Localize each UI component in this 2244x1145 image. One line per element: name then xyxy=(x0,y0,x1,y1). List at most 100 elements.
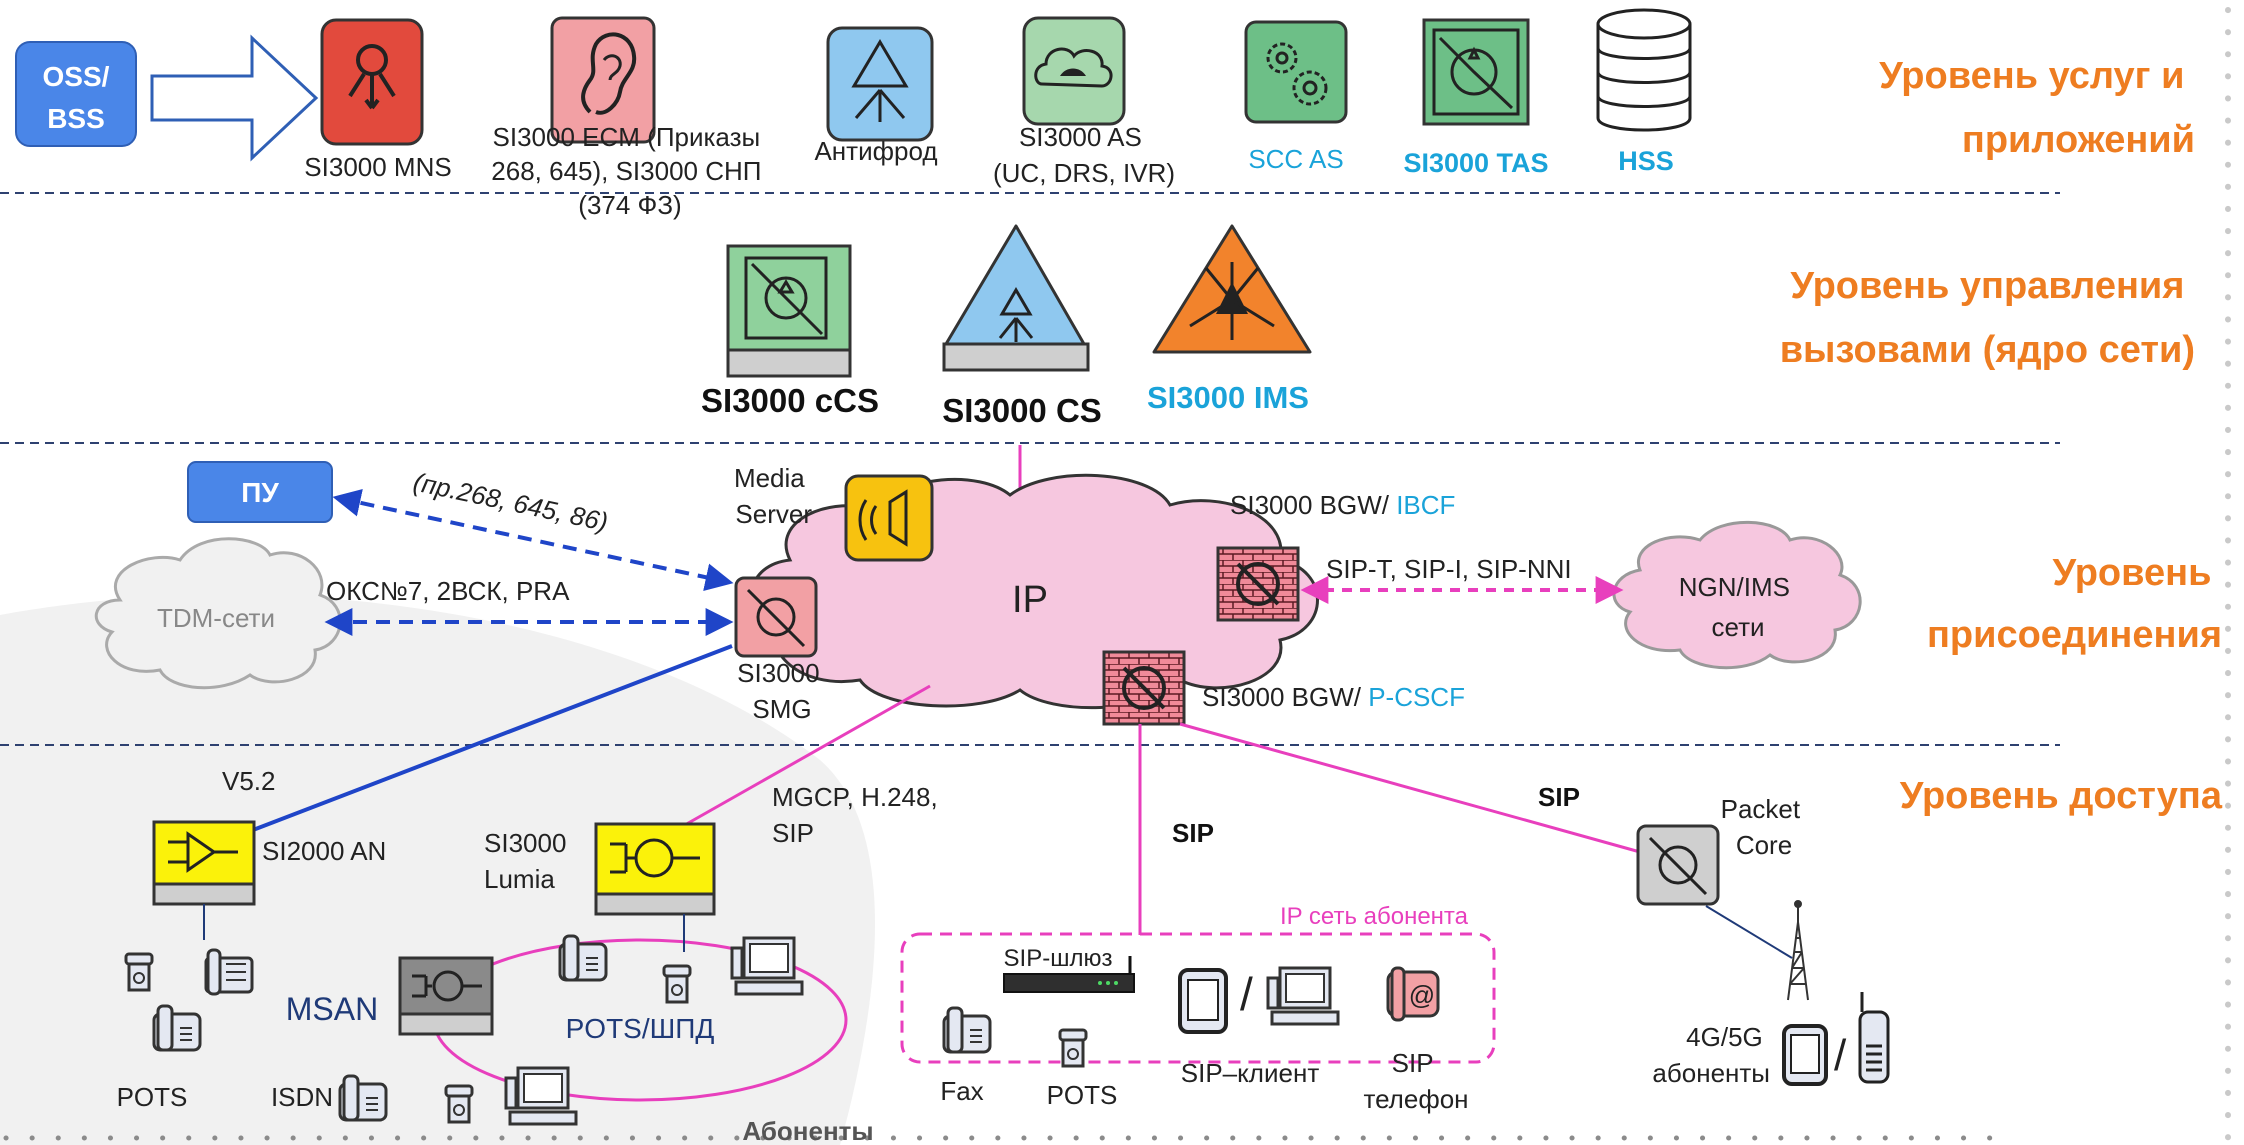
lumia-node[interactable]: SI3000 Lumia xyxy=(484,822,716,916)
antifraud-label: Антифрод xyxy=(814,136,937,166)
level-control-label: Уровень управления вызовами (ядро сети) xyxy=(1780,265,2195,371)
svg-text:ПУ: ПУ xyxy=(241,477,279,508)
pots-shpd-group[interactable]: POTS/ШПД xyxy=(558,934,804,1044)
ims-label: SI3000 IMS xyxy=(1147,380,1309,415)
fax-device[interactable]: Fax xyxy=(940,1006,992,1106)
cs-label: SI3000 CS xyxy=(942,392,1102,429)
pu-button[interactable]: ПУ xyxy=(187,461,333,523)
cs-node[interactable]: SI3000 CS xyxy=(942,224,1102,429)
separator-slash: / xyxy=(1240,968,1253,1020)
ip-subscriber-net-label: IP сеть абонента xyxy=(1280,903,1469,930)
smg-node[interactable]: SI3000 SMG xyxy=(734,576,827,724)
sip-right-label: SIP xyxy=(1538,782,1580,812)
ccs-label: SI3000 cCS xyxy=(701,382,879,419)
media-server-label: Media Server xyxy=(734,463,812,529)
isdn-label: ISDN xyxy=(271,1082,333,1112)
level-services-label: Уровень услуг и приложений xyxy=(1879,55,2195,161)
pu-link xyxy=(332,489,734,591)
svg-text:@: @ xyxy=(1409,980,1435,1010)
sip-center-label: SIP xyxy=(1172,818,1214,848)
tas-node[interactable]: SI3000 TAS xyxy=(1403,18,1549,178)
msan-label: MSAN xyxy=(286,991,378,1027)
subscribers-label: Абоненты xyxy=(742,1116,873,1145)
oss-bss-button[interactable]: OSS/BSS xyxy=(15,41,137,147)
tas-label: SI3000 TAS xyxy=(1403,148,1548,178)
mgcp-label: MGCP, H.248, SIP xyxy=(772,782,945,848)
level-access-label: Уровень доступа xyxy=(1900,775,2223,817)
ngn-link-label: SIP-T, SIP-I, SIP-NNI xyxy=(1326,554,1572,584)
tdm-label: TDM-сети xyxy=(157,603,275,633)
an-node[interactable]: SI2000 AN xyxy=(152,820,386,906)
scc-as-node[interactable]: SCC AS xyxy=(1244,20,1348,174)
pots2-label: POTS xyxy=(1047,1080,1118,1110)
ip-subscriber-net-box xyxy=(900,932,1496,1064)
ngn-ims-cloud xyxy=(1612,520,1862,670)
ip-cloud-label: IP xyxy=(1012,579,1048,621)
tdm-cloud xyxy=(94,537,342,690)
ear-icon xyxy=(581,32,637,115)
level-separators xyxy=(0,192,2060,746)
core-to-tower-line xyxy=(1705,905,1793,959)
v52-label: V5.2 xyxy=(222,766,276,796)
tower-icon xyxy=(1787,900,1809,1001)
level-interconnect-label: Уровень присоединения xyxy=(1927,552,2222,656)
tdm-link-label: ОКС№7, 2ВСК, PRA xyxy=(326,576,570,606)
fax-label: Fax xyxy=(940,1076,983,1106)
gears-icon xyxy=(1266,42,1328,106)
ecm-node[interactable]: SI3000 ECM (Приказы 268, 645), SI3000 СН… xyxy=(491,16,768,220)
v52-link xyxy=(213,644,733,847)
scc-as-label: SCC AS xyxy=(1248,144,1343,174)
pu-link-label: (пр.268, 645, 86) xyxy=(411,467,611,537)
sip-right-link xyxy=(1179,722,1641,854)
tas-icon xyxy=(1432,28,1520,116)
as-node[interactable]: SI3000 AS (UC, DRS, IVR) xyxy=(993,16,1175,188)
mns-label: SI3000 MNS xyxy=(304,152,451,182)
speaker-icon xyxy=(858,489,908,547)
database-icon xyxy=(1596,8,1692,132)
packet-core-node[interactable]: Packet Core xyxy=(1636,794,1808,906)
sip-client-device[interactable]: / SIP–клиент xyxy=(1178,966,1340,1088)
sip-client-label: SIP–клиент xyxy=(1181,1058,1320,1088)
media-server-node[interactable]: Media Server xyxy=(734,463,934,562)
hss-node[interactable]: HSS xyxy=(1596,8,1692,176)
oss-to-mns-arrow xyxy=(150,34,319,162)
mns-node[interactable]: SI3000 MNS xyxy=(304,18,452,182)
ngn-ims-label: NGN/IMS сети xyxy=(1679,572,1797,642)
ims-node[interactable]: SI3000 IMS xyxy=(1147,224,1312,415)
msan-node[interactable]: MSAN xyxy=(286,956,494,1036)
bgw-pcscf-label: SI3000 BGW/ P-CSCF xyxy=(1202,682,1465,712)
mobile-label: 4G/5G абоненты xyxy=(1652,1022,1770,1088)
mobile-slash: / xyxy=(1834,1031,1847,1080)
phone-icon xyxy=(1058,1028,1088,1068)
computer-icon xyxy=(1266,966,1340,1026)
mobile-subscribers[interactable]: / 4G/5G абоненты xyxy=(1652,992,1890,1088)
packet-core-label: Packet Core xyxy=(1721,794,1808,860)
antifraud-icon xyxy=(851,39,909,122)
pots-device-2[interactable]: POTS xyxy=(1047,1028,1118,1110)
smg-label: SI3000 SMG xyxy=(737,658,827,724)
sip-gateway[interactable]: SIP-шлюз xyxy=(1003,945,1135,993)
an-label: SI2000 AN xyxy=(262,836,386,866)
bgw-pcscf-node[interactable]: SI3000 BGW/ P-CSCF xyxy=(1102,650,1465,726)
fax-icon xyxy=(942,1006,992,1054)
svg-text:OSS/BSS: OSS/BSS xyxy=(43,61,110,134)
hss-label: HSS xyxy=(1618,146,1674,176)
pots-group[interactable]: POTS xyxy=(117,948,254,1112)
isdn-group[interactable]: ISDN xyxy=(271,1066,578,1126)
router-icon xyxy=(1003,956,1135,993)
cellphone-icon xyxy=(1858,992,1890,1084)
sip-phone-device[interactable]: @ SIP телефон xyxy=(1363,966,1469,1114)
sip-gateway-label: SIP-шлюз xyxy=(1004,945,1113,972)
ccs-node[interactable]: SI3000 cCS xyxy=(701,244,879,419)
cloud-phone-icon xyxy=(1034,47,1113,88)
bgw-ibcf-label: SI3000 BGW/ IBCF xyxy=(1230,490,1455,520)
lumia-label: SI3000 Lumia xyxy=(484,828,574,894)
mgcp-link xyxy=(675,684,931,832)
antifraud-node[interactable]: Антифрод xyxy=(814,26,938,166)
tablet-icon-mobile xyxy=(1782,1024,1828,1086)
pots-shpd-label: POTS/ШПД xyxy=(566,1013,715,1044)
pots-label: POTS xyxy=(117,1082,188,1112)
bgw-ibcf-node[interactable]: SI3000 BGW/ IBCF xyxy=(1216,490,1455,622)
access-background-arc xyxy=(0,594,875,1145)
